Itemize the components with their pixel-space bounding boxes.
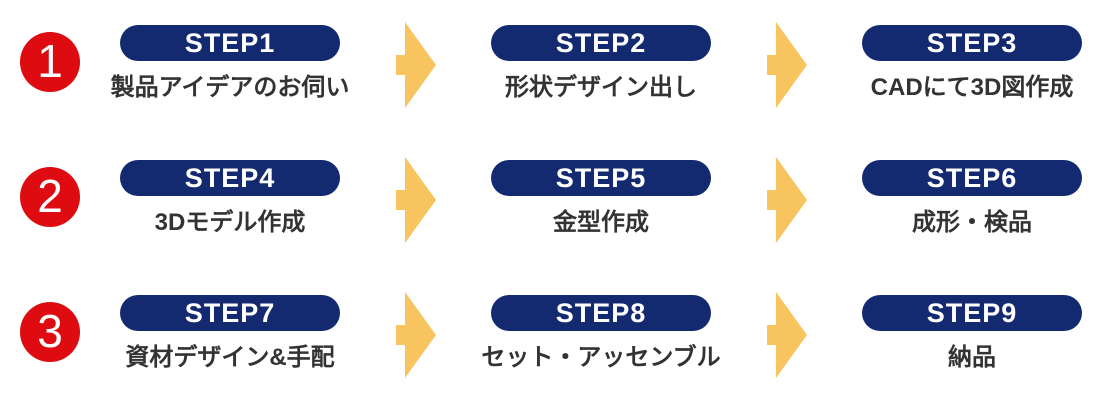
step-label: 資材デザイン&手配 [125,344,335,371]
step-cell: STEP3 CADにて3D図作成 [837,25,1105,103]
group-number-wrap: 1 [0,25,95,92]
step-cell: STEP6 成形・検品 [837,160,1105,238]
arrow-right-icon [736,292,837,378]
step-label: セット・アッセンブル [481,344,721,371]
step-label: 成形・検品 [912,209,1032,236]
arrow-right-icon [365,157,466,243]
step-cell: STEP8 セット・アッセンブル [466,295,736,373]
group-number-badge: 2 [20,167,80,227]
process-row-2: 2 STEP4 3Dモデル作成 STEP5 金型作成 STEP6 成形・検品 [0,135,1105,270]
step-cell: STEP9 納品 [837,295,1105,373]
step-cell: STEP7 資材デザイン&手配 [95,295,365,373]
step-label: 納品 [948,344,996,371]
step-badge: STEP1 [120,25,340,61]
group-number-wrap: 2 [0,160,95,227]
step-label: 製品アイデアのお伺い [110,74,350,101]
group-number-wrap: 3 [0,295,95,362]
step-badge: STEP6 [862,160,1082,196]
arrow-right-icon [736,22,837,108]
step-cell: STEP4 3Dモデル作成 [95,160,365,238]
step-badge: STEP5 [491,160,711,196]
arrow-right-icon [365,22,466,108]
step-label: 金型作成 [553,209,649,236]
step-label: 形状デザイン出し [505,74,697,101]
step-label: CADにて3D図作成 [870,74,1074,101]
arrow-right-icon [365,292,466,378]
step-label: 3Dモデル作成 [154,209,306,236]
step-badge: STEP9 [862,295,1082,331]
step-badge: STEP4 [120,160,340,196]
group-number-badge: 3 [20,302,80,362]
step-cell: STEP5 金型作成 [466,160,736,238]
arrow-right-icon [736,157,837,243]
group-number-badge: 1 [20,32,80,92]
step-badge: STEP3 [862,25,1082,61]
step-badge: STEP8 [491,295,711,331]
process-row-1: 1 STEP1 製品アイデアのお伺い STEP2 形状デザイン出し STEP3 … [0,0,1105,135]
step-cell: STEP1 製品アイデアのお伺い [95,25,365,103]
process-row-3: 3 STEP7 資材デザイン&手配 STEP8 セット・アッセンブル STEP9… [0,270,1105,403]
step-cell: STEP2 形状デザイン出し [466,25,736,103]
step-badge: STEP7 [120,295,340,331]
step-badge: STEP2 [491,25,711,61]
